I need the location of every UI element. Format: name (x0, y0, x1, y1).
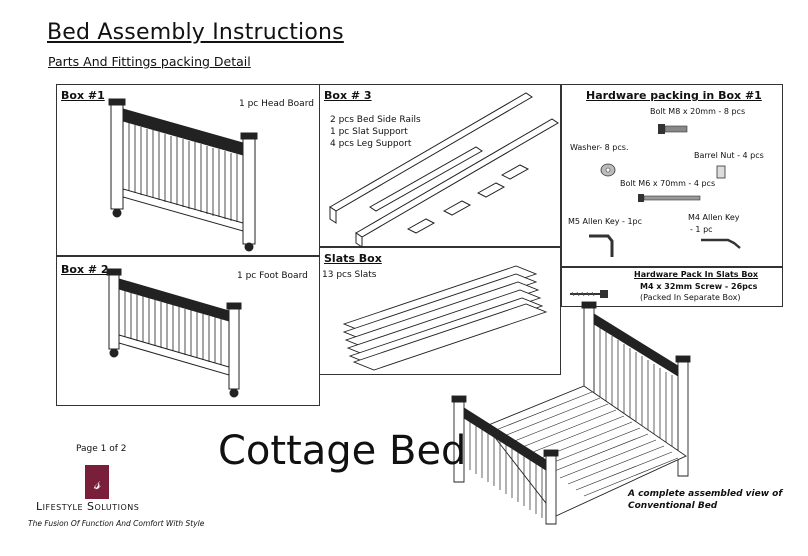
bolt-m6-label: Bolt M6 x 70mm - 4 pcs (620, 179, 716, 188)
washer-label: Washer- 8 pcs. (570, 143, 629, 152)
svg-text:𝓈: 𝓈 (94, 473, 101, 494)
screw-icon (570, 290, 608, 298)
bolt-m8-label: Bolt M8 x 20mm - 8 pcs (650, 107, 746, 116)
barrel-nut-icon (716, 165, 726, 179)
hardware-title: Hardware packing in Box #1 (586, 89, 762, 102)
barrel-nut-label: Barrel Nut - 4 pcs (694, 151, 764, 160)
m5-key-label: M5 Allen Key - 1pc (568, 217, 643, 226)
m4-key-label-1: M4 Allen Key (688, 213, 740, 222)
slats-hardware-screw: M4 x 32mm Screw - 26pcs (640, 282, 758, 291)
product-name: Cottage Bed (218, 428, 467, 474)
box3-line-2: 1 pc Slat Support (330, 127, 408, 137)
box3-panel: Box # 3 2 pcs Bed Side Rails 1 pc Slat S… (319, 84, 561, 248)
slats-desc: 13 pcs Slats (322, 270, 377, 280)
box3-line-1: 2 pcs Bed Side Rails (330, 115, 421, 125)
assembled-caption: A complete assembled view of Conventiona… (628, 488, 782, 512)
page-number: Page 1 of 2 (76, 444, 127, 454)
assembled-bed-illustration (451, 301, 691, 525)
slats-hardware-panel: Hardware Pack In Slats Box M4 x 32mm Scr… (561, 267, 783, 307)
box2-desc: 1 pc Foot Board (237, 271, 308, 281)
box3-label: Box # 3 (324, 89, 372, 102)
m5-allen-key-icon (589, 234, 614, 257)
m4-allen-key-icon (701, 238, 741, 249)
bolt-m8-icon (658, 124, 688, 134)
box3-line-3: 4 pcs Leg Support (330, 139, 412, 149)
slats-label: Slats Box (324, 252, 382, 265)
box1-panel: Box #1 1 pc Head Board (56, 84, 320, 256)
footboard-illustration (106, 268, 242, 398)
headboard-illustration (108, 98, 258, 252)
page-title: Bed Assembly Instructions (47, 20, 344, 45)
box1-label: Box #1 (61, 89, 105, 102)
bolt-m6-icon (638, 194, 701, 202)
caption-line-1: A complete assembled view of (628, 489, 783, 499)
slats-hardware-note: (Packed In Separate Box) (640, 293, 741, 302)
box2-panel: Box # 2 1 pc Foot Board (56, 256, 320, 406)
brand-name: Lifestyle Solutions (36, 500, 140, 513)
caption-line-2: Conventional Bed (628, 501, 718, 511)
washer-icon (600, 163, 616, 177)
m4-key-label-2: - 1 pc (690, 225, 713, 234)
box1-desc: 1 pc Head Board (239, 99, 314, 109)
box2-label: Box # 2 (61, 263, 109, 276)
lifestyle-logo-icon: 𝓈 (85, 465, 109, 499)
brand-tagline: The Fusion Of Function And Comfort With … (28, 519, 205, 528)
page-subtitle: Parts And Fittings packing Detail (48, 54, 251, 69)
hardware-panel: Hardware packing in Box #1 Bolt M8 x 20m… (561, 84, 783, 267)
slats-illustration (342, 265, 548, 371)
slats-hardware-title: Hardware Pack In Slats Box (634, 270, 759, 279)
side-rails-illustration (329, 92, 559, 248)
slats-panel: Slats Box 13 pcs Slats (319, 247, 561, 375)
